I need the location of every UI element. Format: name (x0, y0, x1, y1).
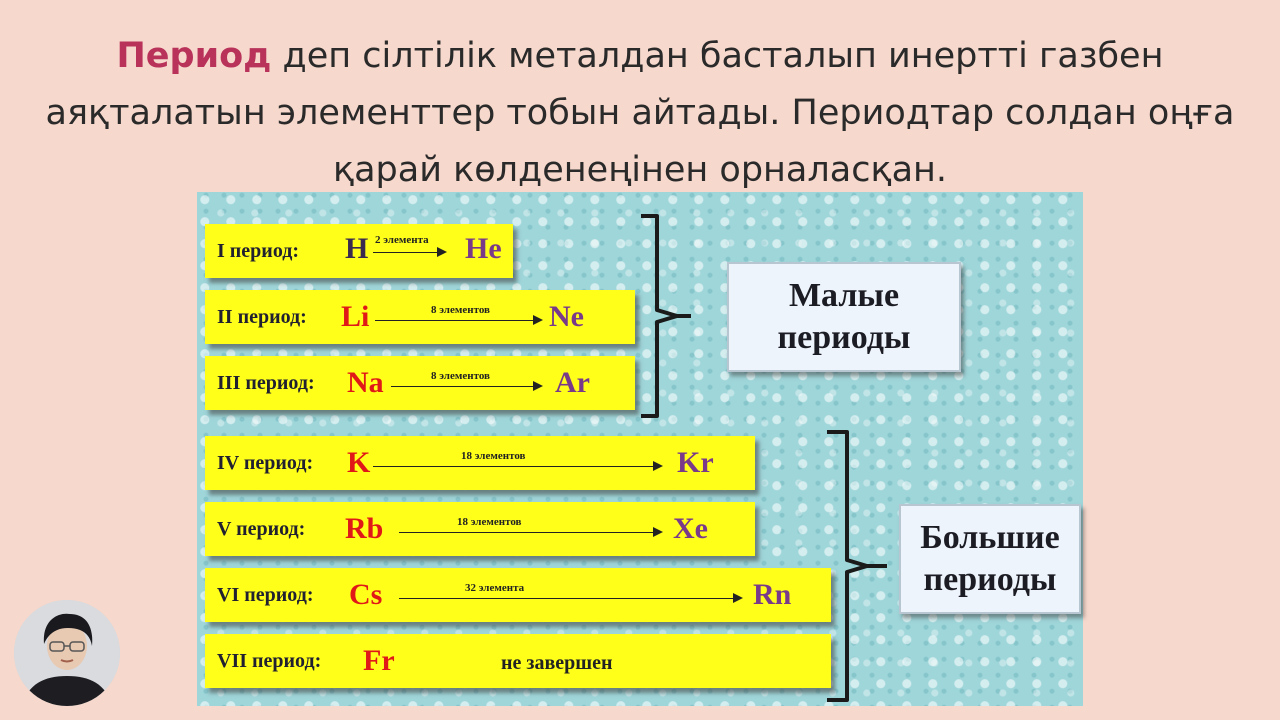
period-label: IV период: (217, 452, 314, 474)
start-element: Na (347, 366, 384, 399)
element-count: 18 элементов (461, 450, 526, 462)
end-element: He (465, 232, 502, 265)
small-periods-line2: периоды (777, 319, 911, 356)
period-bar-2: II период: Li 8 элементов Ne (205, 290, 635, 344)
end-element: Ne (549, 300, 584, 333)
large-periods-box: Большие периоды (899, 504, 1081, 614)
arrow (399, 527, 663, 537)
arrow (391, 381, 543, 391)
period-label: V период: (217, 518, 306, 540)
presenter-avatar (14, 600, 120, 706)
start-element: K (347, 446, 371, 479)
small-periods-line1: Малые (788, 277, 900, 314)
start-element: Cs (349, 578, 383, 611)
period-label: III период: (217, 372, 315, 394)
heading-text: деп сілтілік металдан басталып инертті г… (45, 36, 1235, 190)
small-periods-box: Малые периоды (727, 262, 961, 372)
period-bar-1: I период: H 2 элемента He (205, 224, 513, 278)
period-label: VII период: (217, 650, 322, 672)
element-count: 18 элементов (457, 516, 522, 528)
slide-heading: Период деп сілтілік металдан басталып ин… (20, 28, 1260, 199)
periods-diagram: I период: H 2 элемента He II период: Li … (197, 192, 1083, 706)
arrow (399, 593, 743, 603)
heading-keyword: Период (116, 36, 272, 76)
start-element: H (345, 232, 369, 265)
period-bar-5: V период: Rb 18 элементов Xe (205, 502, 755, 556)
period-bar-3: III период: Na 8 элементов Ar (205, 356, 635, 410)
period-bar-7: VII период: Fr не завершен (205, 634, 831, 688)
end-element: Ar (555, 366, 590, 399)
start-element: Fr (363, 644, 395, 677)
large-periods-brace (827, 430, 887, 702)
start-element: Rb (345, 512, 384, 545)
end-element: Rn (753, 578, 792, 611)
arrow (375, 315, 543, 325)
arrow (373, 247, 447, 257)
period-bar-4: IV период: K 18 элементов Kr (205, 436, 755, 490)
period-label: VI период: (217, 584, 314, 606)
presenter-webcam (14, 600, 120, 706)
period-bar-6: VI период: Cs 32 элемента Rn (205, 568, 831, 622)
end-element: Xe (673, 512, 708, 545)
element-count: 8 элементов (431, 304, 490, 316)
period-label: I период: (217, 240, 300, 262)
large-periods-line1: Большие (920, 519, 1060, 556)
period-label: II период: (217, 306, 307, 328)
small-periods-brace (641, 214, 691, 418)
element-count: 8 элементов (431, 370, 490, 382)
element-count: 32 элемента (465, 582, 525, 594)
unfinished-note: не завершен (501, 652, 613, 674)
element-count: 2 элемента (375, 234, 429, 246)
end-element: Kr (677, 446, 714, 479)
large-periods-line2: периоды (923, 561, 1057, 598)
start-element: Li (341, 300, 370, 333)
arrow (373, 461, 663, 471)
